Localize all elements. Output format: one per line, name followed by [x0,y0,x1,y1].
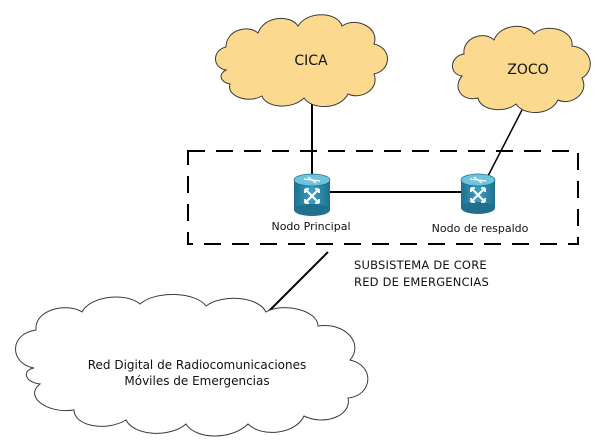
core-subsystem-boundary [187,150,579,245]
cloud-zoco-label: ZOCO [507,62,548,78]
node-respaldo [460,173,496,214]
link-zoco-respaldo [487,109,523,177]
node-principal [293,173,331,216]
cloud-rdr: Red Digital de Radiocomunicaciones Móvil… [15,293,369,437]
subsystem-label-line1: SUBSISTEMA DE CORE [354,258,487,272]
node-respaldo-label: Nodo de respaldo [432,222,529,235]
router-icon [293,173,331,216]
router-icon [460,173,496,214]
subsystem-label-line2: RED DE EMERGENCIAS [354,275,489,289]
cloud-cica-label: CICA [294,53,328,69]
cloud-zoco: ZOCO [452,25,591,113]
cloud-cica: CICA [215,14,388,107]
cloud-rdr-label-line2: Móviles de Emergencias [124,374,269,388]
cloud-rdr-label-line1: Red Digital de Radiocomunicaciones [88,358,307,372]
link-principal-rdr [261,251,329,319]
node-principal-label: Nodo Principal [271,220,350,233]
